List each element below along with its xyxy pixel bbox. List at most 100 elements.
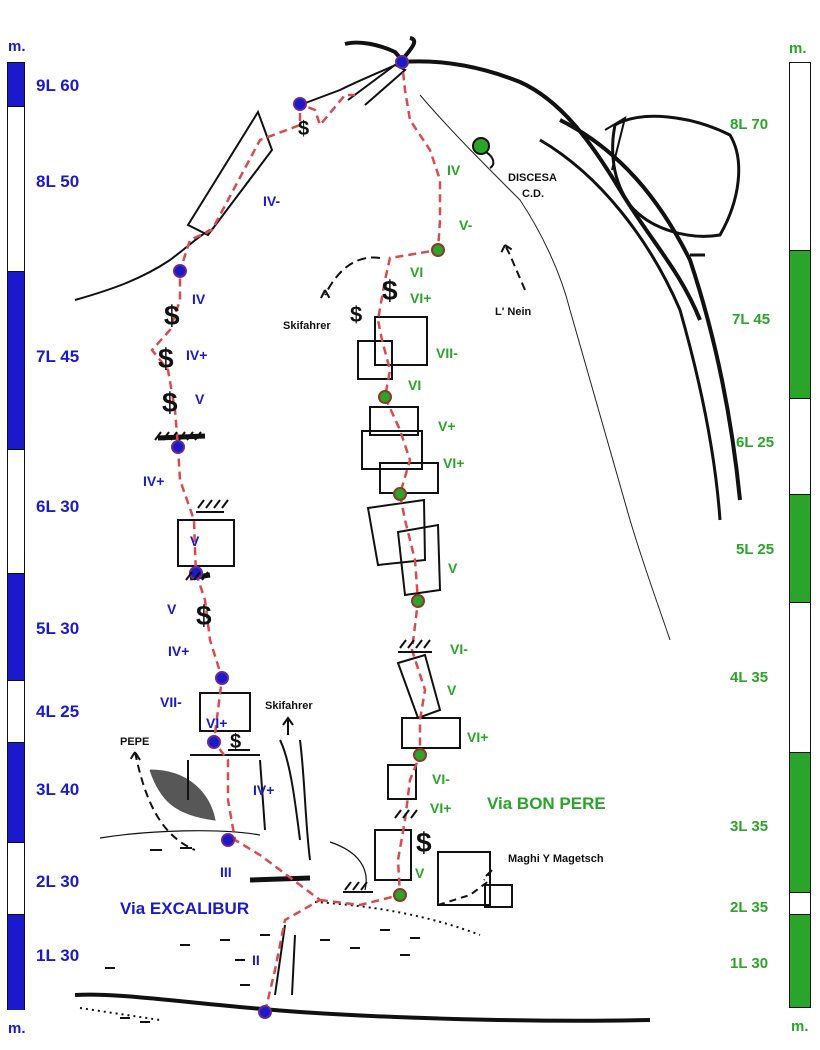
left-seg-8 <box>8 107 24 272</box>
bonpere-grade: V- <box>459 217 473 233</box>
excalibur-grade: IV- <box>263 193 281 209</box>
bonpere-grade: VI+ <box>467 729 489 745</box>
bonpere-route-line <box>319 61 442 907</box>
skifahrer-mid-arrow <box>282 716 294 735</box>
station <box>411 594 425 608</box>
station <box>215 671 229 685</box>
bolt-mark: $ <box>416 827 432 858</box>
right-pitch-label: 8L 70 <box>730 116 769 133</box>
right-pitch-label: 2L 35 <box>730 899 769 916</box>
station <box>207 735 221 749</box>
bolt-marks: $ $ $ $ $ $ $ $ $ <box>158 118 432 858</box>
bush-marker <box>472 137 490 155</box>
note-pepe: PEPE <box>120 736 150 748</box>
bolt-mark: $ <box>230 731 241 753</box>
right-seg-4 <box>790 603 810 753</box>
skifahrer-top-arrow <box>319 256 381 301</box>
excalibur-stations <box>171 55 409 1019</box>
bolt-mark: $ <box>196 600 212 631</box>
route-name-bon-pere: Via BON PERE <box>487 794 606 813</box>
right-seg-7 <box>790 251 810 399</box>
left-pitch-label: 9L 60 <box>36 76 80 95</box>
right-unit-top: m. <box>789 40 807 57</box>
summit-gully <box>347 63 407 106</box>
station <box>173 264 187 278</box>
left-pitch-label: 4L 25 <box>36 702 80 721</box>
bonpere-grade: V <box>447 682 457 698</box>
bonpere-block-3 <box>369 406 419 436</box>
station <box>189 566 203 580</box>
maghi-arrow <box>437 869 493 906</box>
left-seg-3 <box>8 743 24 843</box>
excalibur-hatch-bottom <box>249 875 311 883</box>
base-line <box>74 992 651 1023</box>
left-pitch-label: 5L 30 <box>36 619 80 638</box>
note-discesa: DISCESA <box>508 172 557 184</box>
right-pitch-label: 3L 35 <box>730 818 769 835</box>
bonpere-block-11 <box>374 829 412 881</box>
excalibur-grade: IV+ <box>143 473 165 489</box>
bonpere-grade: VI+ <box>410 290 432 306</box>
excalibur-grade: IV+ <box>186 347 208 363</box>
bolt-mark: $ <box>298 118 309 140</box>
bonpere-grade: V <box>448 560 458 576</box>
bonpere-grade: VI <box>410 264 424 280</box>
left-seg-9 <box>8 63 24 107</box>
right-pitch-label: 4L 35 <box>730 669 769 686</box>
pepe-arrow <box>129 751 196 851</box>
right-pitch-label: 1L 30 <box>730 955 769 972</box>
excalibur-grade: II <box>252 952 260 968</box>
station <box>431 243 445 257</box>
bolt-mark: $ <box>158 343 174 374</box>
bonpere-block-8 <box>396 653 442 720</box>
descent-line <box>419 94 671 641</box>
bolt-mark: $ <box>382 275 398 306</box>
note-maghi: Maghi Y Magetsch <box>508 853 604 865</box>
right-pitch-label: 7L 45 <box>732 311 771 328</box>
left-seg-7 <box>8 272 24 450</box>
left-seg-5 <box>8 574 24 681</box>
overhang-hatches <box>154 431 432 893</box>
bonpere-block-10 <box>387 764 417 800</box>
bonpere-block-6 <box>366 498 427 567</box>
left-seg-1 <box>8 915 24 1010</box>
left-pitch-label: 8L 50 <box>36 172 80 191</box>
bonpere-grade: VI <box>408 377 422 393</box>
right-seg-1 <box>790 915 810 1007</box>
bonpere-block-5 <box>379 462 439 494</box>
right-seg-5 <box>790 495 810 603</box>
left-pitch-label: 6L 30 <box>36 497 80 516</box>
bonpere-grade: VI+ <box>443 455 465 471</box>
station <box>393 487 407 501</box>
bonpere-grade: VI+ <box>430 800 452 816</box>
excalibur-grade: VI+ <box>206 715 228 731</box>
bolt-mark: $ <box>162 387 178 418</box>
excalibur-block-2 <box>199 692 251 732</box>
right-pitch-label: 5L 25 <box>736 541 775 558</box>
station <box>395 55 409 69</box>
left-pitch-label: 7L 45 <box>36 347 80 366</box>
left-pitch-label: 3L 40 <box>36 780 80 799</box>
excalibur-grade: III <box>220 864 232 880</box>
bonpere-grade: VI- <box>450 641 468 657</box>
station <box>221 833 235 847</box>
maghi-block <box>437 851 513 908</box>
station <box>258 1005 272 1019</box>
ground-dots <box>79 901 481 1021</box>
pepe-wall <box>149 769 216 821</box>
right-block-inner <box>604 115 627 171</box>
note-cd: C.D. <box>522 188 544 200</box>
excalibur-grade: V <box>167 601 177 617</box>
left-seg-6 <box>8 450 24 574</box>
right-pitch-label: 6L 25 <box>736 434 775 451</box>
route-name-excalibur: Via EXCALIBUR <box>120 899 250 918</box>
excalibur-grade: IV+ <box>168 643 190 659</box>
ground-ticks <box>105 847 420 1023</box>
left-scale-bar <box>7 62 25 1010</box>
station <box>293 97 307 111</box>
left-seg-2 <box>8 843 24 915</box>
mid-pillar <box>279 739 311 861</box>
excalibur-chimney <box>186 109 274 237</box>
excalibur-grade: V <box>190 533 200 549</box>
